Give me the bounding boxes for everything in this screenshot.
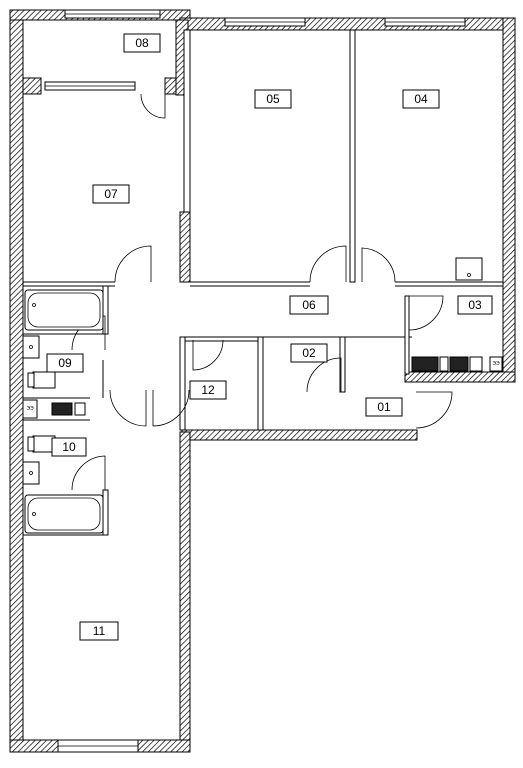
windows xyxy=(44,9,466,753)
fixtures xyxy=(22,257,503,534)
room-label-09-text: 09 xyxy=(58,356,72,370)
room-label-07[interactable]: 07 xyxy=(92,184,130,204)
room-label-02-text: 02 xyxy=(302,346,316,360)
doors xyxy=(71,93,453,491)
room-label-02[interactable]: 02 xyxy=(290,343,328,363)
interior-walls xyxy=(23,19,503,536)
room-label-10-text: 10 xyxy=(62,440,76,454)
room-label-04-text: 04 xyxy=(414,92,428,106)
room-label-06[interactable]: 06 xyxy=(289,295,329,315)
room-label-09[interactable]: 09 xyxy=(46,353,84,373)
room-label-12[interactable]: 12 xyxy=(189,380,227,400)
room-label-12-text: 12 xyxy=(201,383,215,397)
right-meter-label: ЭЭ xyxy=(492,361,500,367)
room-label-03[interactable]: 03 xyxy=(457,295,493,315)
room-label-01-text: 01 xyxy=(377,400,391,414)
room-label-03-text: 03 xyxy=(468,298,482,312)
room-label-10[interactable]: 10 xyxy=(51,437,87,457)
room-label-05-text: 05 xyxy=(266,92,280,106)
room-label-07-text: 07 xyxy=(104,187,118,201)
left-meter-label: ЭЭ xyxy=(26,406,34,412)
room-label-01[interactable]: 01 xyxy=(365,397,403,417)
room-label-08[interactable]: 08 xyxy=(123,33,161,53)
room-label-04[interactable]: 04 xyxy=(402,89,440,109)
room-label-06-text: 06 xyxy=(302,298,316,312)
room-label-11[interactable]: 11 xyxy=(79,621,119,641)
room-label-05[interactable]: 05 xyxy=(254,89,292,109)
room-label-08-text: 08 xyxy=(135,36,149,50)
room-label-11-text: 11 xyxy=(93,624,106,638)
